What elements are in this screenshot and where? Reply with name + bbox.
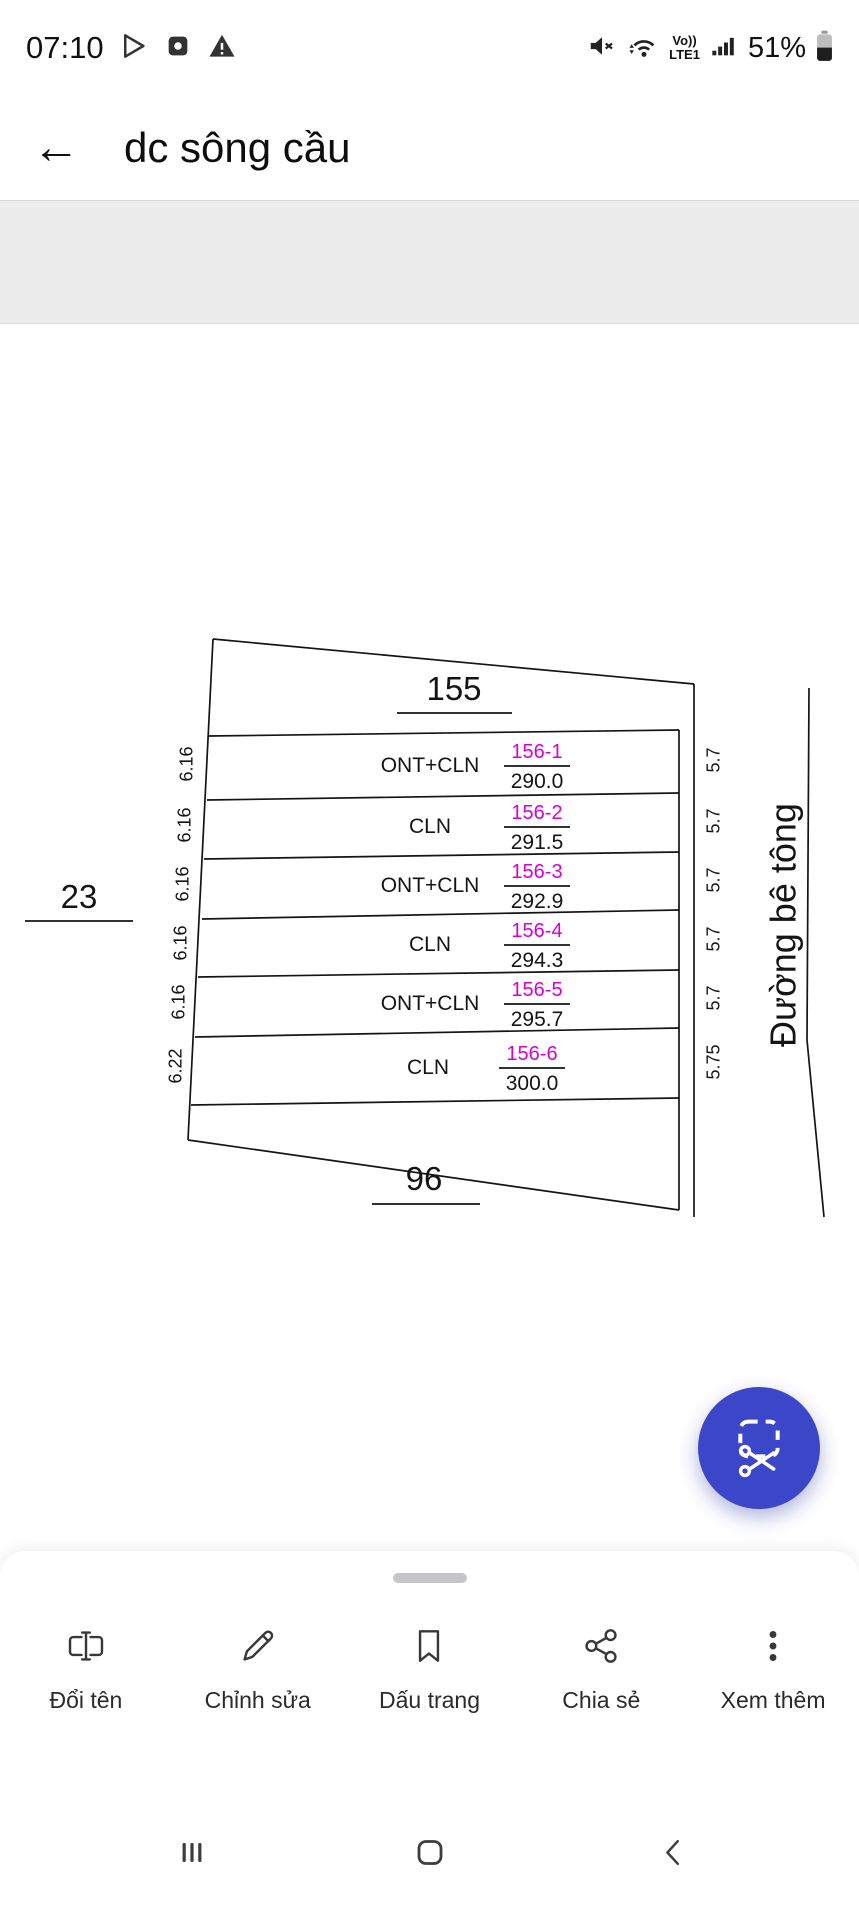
home-icon bbox=[412, 1840, 448, 1874]
parcel-use-label: CLN bbox=[409, 815, 451, 838]
app-header: ← dc sông cầu bbox=[0, 96, 859, 200]
parcel-row: ONT+CLN 156-5 295.7 6.16 5.7 bbox=[168, 979, 723, 1031]
drag-handle[interactable] bbox=[392, 1573, 467, 1583]
parcel-id: 156-6 bbox=[506, 1043, 557, 1065]
dim-right: 5.7 bbox=[703, 985, 723, 1010]
parcel-use-label: CLN bbox=[407, 1056, 449, 1079]
crop-scissors-icon bbox=[727, 1415, 791, 1482]
parcel-row: CLN 156-4 294.3 6.16 5.7 bbox=[170, 920, 723, 972]
battery-icon bbox=[816, 30, 833, 67]
parcel-use-label: ONT+CLN bbox=[381, 754, 480, 777]
back-button[interactable]: ← bbox=[32, 121, 80, 174]
mute-icon bbox=[587, 31, 617, 66]
action-label: Chia sẻ bbox=[562, 1687, 641, 1713]
share-icon bbox=[578, 1623, 624, 1672]
clock: 07:10 bbox=[26, 30, 104, 65]
dim-left: 6.16 bbox=[172, 866, 192, 901]
road-label: Đường bê tông bbox=[763, 803, 804, 1047]
parcel-row: ONT+CLN 156-1 290.0 6.16 5.7 bbox=[176, 741, 723, 793]
volte-badge: Vo)) LTE1 bbox=[669, 33, 700, 62]
parcel-area: 292.9 bbox=[511, 890, 564, 913]
parcel-id: 156-3 bbox=[511, 861, 562, 883]
parcel-use-label: ONT+CLN bbox=[381, 992, 480, 1015]
dim-right: 5.7 bbox=[703, 926, 723, 951]
parcel-row: CLN 156-2 291.5 6.16 5.7 bbox=[174, 802, 723, 854]
nav-back-button[interactable] bbox=[651, 1830, 697, 1879]
parcel-row: CLN 156-6 300.0 6.22 5.75 bbox=[165, 1043, 723, 1095]
recents-button[interactable] bbox=[169, 1830, 215, 1879]
action-label: Dấu trang bbox=[378, 1687, 480, 1713]
warning-icon bbox=[207, 31, 237, 66]
page-title: dc sông cầu bbox=[124, 124, 351, 171]
edit-button[interactable]: Chỉnh sửa bbox=[172, 1609, 344, 1714]
parcel-id: 156-1 bbox=[511, 741, 562, 763]
dim-left: 6.16 bbox=[174, 807, 194, 842]
battery-percent: 51% bbox=[747, 31, 806, 64]
bookmark-icon bbox=[406, 1623, 452, 1672]
viewer-background bbox=[0, 200, 859, 324]
nav-back-icon bbox=[657, 1839, 691, 1873]
wifi-icon bbox=[627, 31, 659, 66]
parcel-id: 156-2 bbox=[511, 802, 562, 824]
bottom-sheet: Đổi tên Chỉnh sửa Dấu trang bbox=[0, 1551, 859, 1908]
dim-left: 6.16 bbox=[176, 746, 196, 781]
top-dimension: 155 bbox=[426, 670, 481, 707]
parcel-use-label: ONT+CLN bbox=[381, 874, 480, 897]
home-button[interactable] bbox=[406, 1829, 454, 1880]
dim-right: 5.7 bbox=[703, 747, 723, 772]
parcel-id: 156-5 bbox=[511, 979, 562, 1001]
parcel-area: 294.3 bbox=[511, 949, 564, 972]
status-bar: 07:10 bbox=[0, 0, 859, 96]
parcel-area: 295.7 bbox=[511, 1008, 564, 1031]
parcel-area: 291.5 bbox=[511, 831, 564, 854]
parcel-area: 300.0 bbox=[506, 1072, 559, 1095]
action-label: Đổi tên bbox=[49, 1687, 123, 1713]
more-vertical-icon bbox=[750, 1623, 796, 1672]
dim-right: 5.75 bbox=[703, 1044, 723, 1079]
action-label: Xem thêm bbox=[720, 1687, 826, 1713]
screen-square-icon bbox=[164, 32, 192, 65]
parcel-use-label: CLN bbox=[409, 933, 451, 956]
edit-pencil-icon bbox=[235, 1623, 281, 1672]
dim-left: 6.16 bbox=[170, 925, 190, 960]
parcel-id: 156-4 bbox=[511, 920, 562, 942]
action-bar: Đổi tên Chỉnh sửa Dấu trang bbox=[0, 1609, 859, 1714]
play-store-icon bbox=[119, 31, 149, 66]
parcel-area: 290.0 bbox=[511, 770, 564, 793]
dim-right: 5.7 bbox=[703, 808, 723, 833]
dim-right: 5.7 bbox=[703, 867, 723, 892]
share-button[interactable]: Chia sẻ bbox=[515, 1609, 687, 1714]
action-label: Chỉnh sửa bbox=[204, 1687, 311, 1713]
dim-left: 6.16 bbox=[168, 984, 188, 1019]
left-dimension: 23 bbox=[61, 878, 98, 915]
signal-icon bbox=[710, 32, 738, 65]
rename-icon bbox=[63, 1623, 109, 1672]
more-button[interactable]: Xem thêm bbox=[687, 1609, 859, 1714]
parcel-row: ONT+CLN 156-3 292.9 6.16 5.7 bbox=[172, 861, 723, 913]
rename-button[interactable]: Đổi tên bbox=[0, 1609, 172, 1714]
navigation-bar bbox=[0, 1800, 859, 1908]
dim-left: 6.22 bbox=[165, 1048, 185, 1083]
bookmark-button[interactable]: Dấu trang bbox=[344, 1609, 516, 1714]
screenshot-crop-fab[interactable] bbox=[698, 1387, 820, 1509]
bottom-dimension: 96 bbox=[406, 1160, 443, 1197]
recents-icon bbox=[175, 1843, 209, 1873]
